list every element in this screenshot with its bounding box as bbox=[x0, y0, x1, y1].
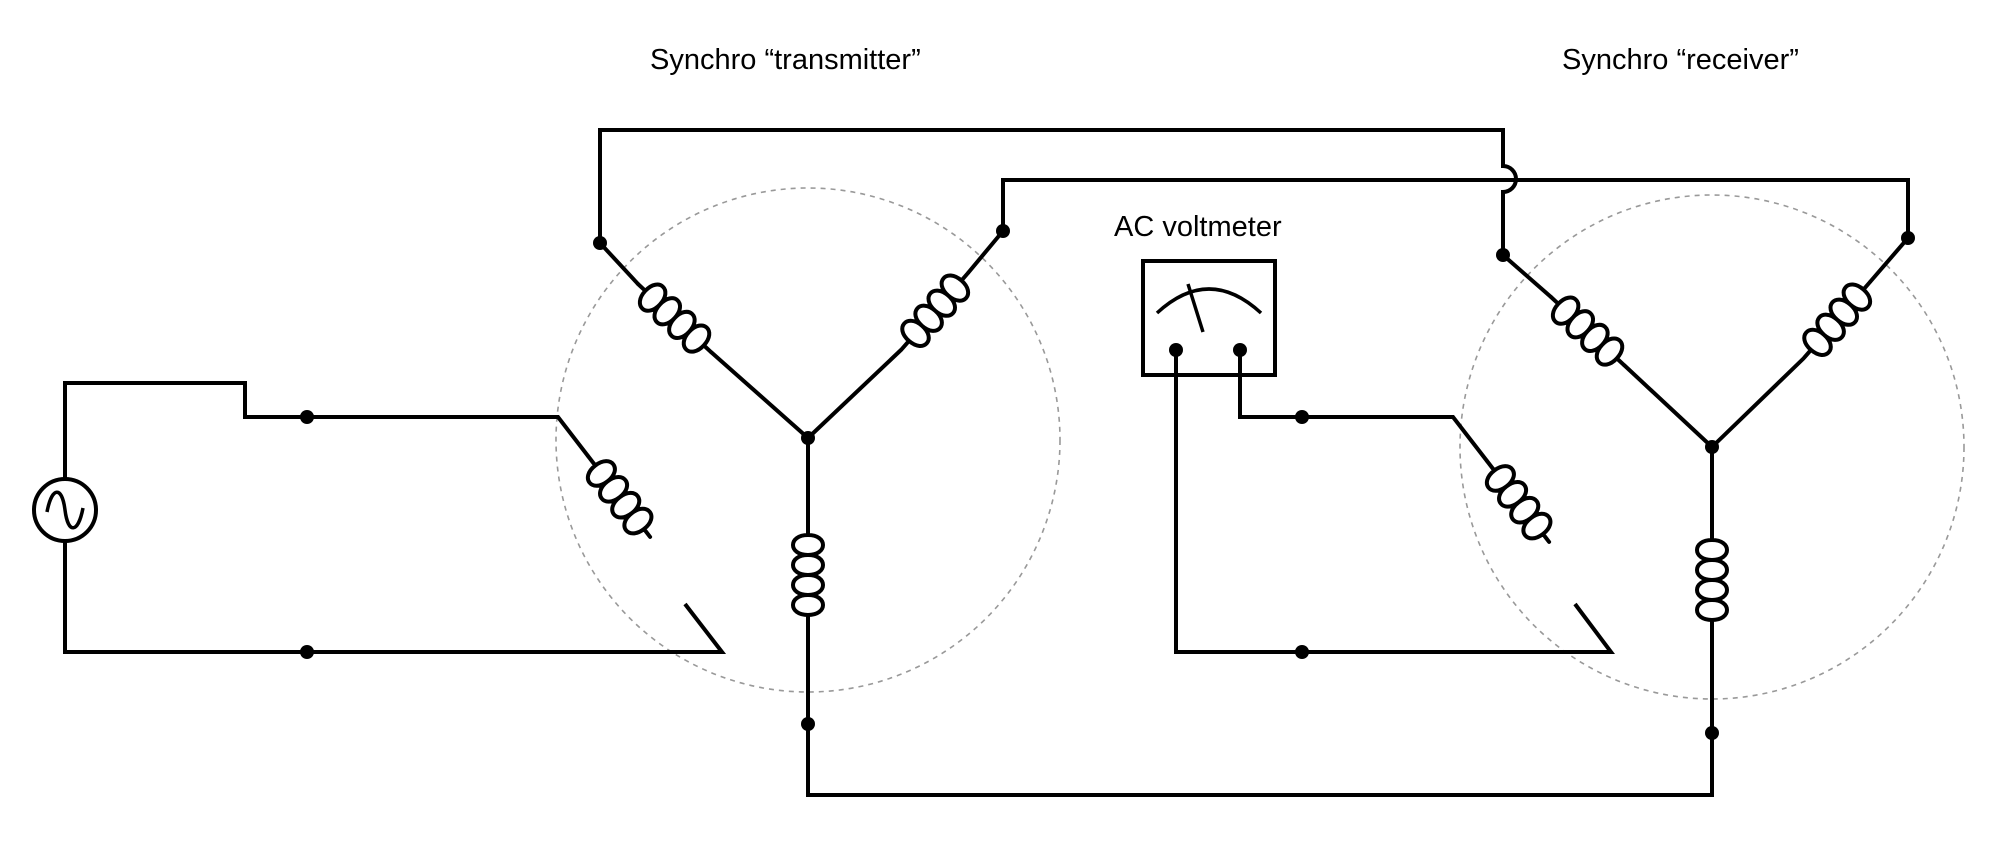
junction-dot bbox=[801, 431, 815, 445]
source-wire-top bbox=[63, 381, 590, 479]
tx-stator-lead-b bbox=[966, 229, 1005, 275]
junction-dot bbox=[1705, 440, 1719, 454]
rx-stator-lead-b bbox=[1868, 236, 1910, 284]
transmitter-stator-coil-a bbox=[636, 282, 714, 355]
junction-dot bbox=[1295, 645, 1309, 659]
junction-dot bbox=[300, 645, 314, 659]
tx-stator-lead-a bbox=[598, 241, 640, 286]
junction-dot bbox=[801, 717, 815, 731]
transmitter-rotor-coil bbox=[586, 454, 654, 539]
tx-stator-lead-a2 bbox=[709, 350, 810, 440]
junction-dot bbox=[593, 236, 607, 250]
rx-stator-lead-a2 bbox=[1622, 363, 1714, 449]
junction-dot bbox=[996, 224, 1010, 238]
transmitter-housing bbox=[555, 187, 1061, 693]
receiver-rotor-coil bbox=[1485, 459, 1553, 544]
voltmeter-terminal bbox=[1169, 343, 1183, 357]
junction-dot bbox=[300, 410, 314, 424]
stator-wire-a bbox=[598, 128, 1518, 255]
junction-dot bbox=[1295, 410, 1309, 424]
transmitter-label: Synchro “transmitter” bbox=[650, 44, 921, 76]
rx-stator-lead-b2 bbox=[1710, 356, 1806, 449]
junction-dot bbox=[1496, 248, 1510, 262]
ac-source bbox=[32, 477, 98, 543]
common-return-wire bbox=[806, 625, 1714, 797]
receiver-stator-coil-a bbox=[1549, 295, 1627, 368]
receiver-label: Synchro “receiver” bbox=[1562, 44, 1799, 76]
voltmeter-box bbox=[1141, 259, 1277, 377]
stator-wire-b bbox=[1001, 178, 1910, 238]
rx-stator-lead-a bbox=[1501, 253, 1553, 299]
tx-stator-lead-b2 bbox=[806, 347, 904, 440]
meter-wire-left bbox=[1174, 350, 1615, 654]
voltmeter-terminal bbox=[1233, 343, 1247, 357]
meter-wire-right bbox=[1238, 350, 1489, 463]
voltmeter bbox=[1141, 259, 1277, 377]
transmitter-stator-coil-c bbox=[791, 523, 825, 627]
receiver-stator-coil-c bbox=[1695, 528, 1729, 632]
voltmeter-icon bbox=[1155, 287, 1263, 315]
voltmeter-needle-icon bbox=[1186, 283, 1205, 333]
voltmeter-label: AC voltmeter bbox=[1114, 211, 1282, 243]
junction-dot bbox=[1705, 726, 1719, 740]
junction-dot bbox=[1901, 231, 1915, 245]
junction-dots bbox=[300, 224, 1915, 740]
transmitter-stator-coil-b bbox=[900, 271, 970, 351]
source-wire-bottom bbox=[63, 541, 727, 654]
receiver-stator-coil-b bbox=[1802, 280, 1872, 360]
sine-wave-icon bbox=[45, 490, 85, 530]
receiver-housing bbox=[1459, 194, 1965, 700]
